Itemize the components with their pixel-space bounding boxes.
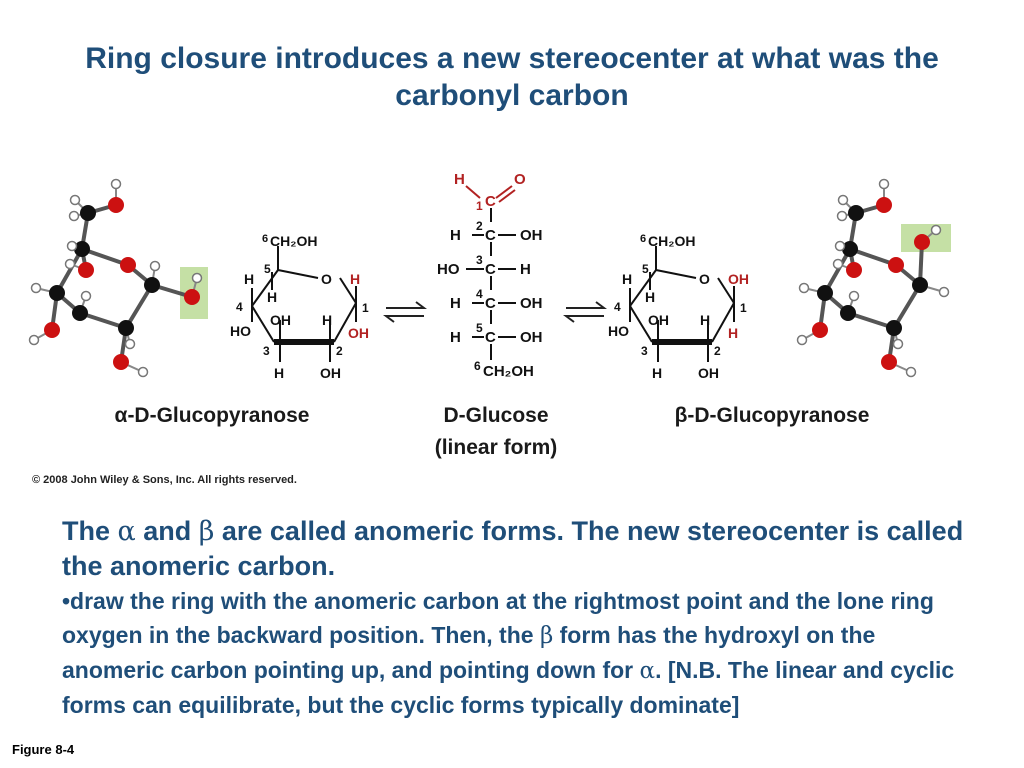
alpha-c2-h-label: H [322, 312, 332, 328]
beta-c3-bottom-h: H [652, 365, 662, 381]
lead-text-2: and [135, 516, 199, 546]
linear-c2-left: H [450, 227, 461, 244]
alpha-ring-oxygen: O [321, 271, 332, 287]
beta-haworth-structure: 6 CH₂OH 5 H O H 4 HO OH H 3 2 1 H OH OH … [608, 233, 869, 427]
linear-c2-carbon: C [485, 227, 496, 244]
alpha-c3-number: 3 [263, 344, 270, 358]
linear-structure-name: D-Glucose [443, 404, 548, 427]
alpha-c1-number: 1 [362, 301, 369, 315]
instruction-text-2: form has the hydroxyl on the anomeric ca… [62, 622, 876, 683]
glucose-figure: 6 CH₂OH 5 H O H 4 HO OH H 3 2 1 H OH H O… [28, 171, 951, 486]
linear-c6-ch2oh: CH₂OH [483, 363, 534, 380]
beta-structure-name: β-D-Glucopyranose [675, 404, 870, 427]
alpha-haworth-structure: 6 CH₂OH 5 H O H 4 HO OH H 3 2 1 H OH H O… [115, 233, 369, 427]
beta-c1-bottom-h: H [728, 325, 738, 341]
beta-c3-number: 3 [641, 344, 648, 358]
linear-c1-number: 1 [476, 199, 483, 213]
beta-c1-number: 1 [740, 301, 747, 315]
alpha-c5-number: 5 [264, 262, 271, 276]
beta-c2-h-label: H [700, 312, 710, 328]
linear-c5-carbon: C [485, 329, 496, 346]
beta-c4-number: 4 [614, 300, 621, 314]
linear-aldehyde-o: O [514, 171, 526, 188]
linear-c3-number: 3 [476, 253, 483, 267]
linear-c2-right: OH [520, 227, 543, 244]
beta-c5-number: 5 [642, 262, 649, 276]
slide-title: Ring closure introduces a new stereocent… [85, 42, 939, 112]
alpha-anomeric-oh: OH [348, 325, 369, 341]
linear-c5-left: H [450, 329, 461, 346]
alpha-c4-h-label: H [267, 289, 277, 305]
linear-c1-carbon: C [485, 193, 496, 210]
linear-c4-number: 4 [476, 287, 483, 301]
lead-text-1: The [62, 516, 118, 546]
instruction-beta-symbol: β [539, 623, 554, 649]
alpha-symbol: α [117, 516, 136, 547]
beta-c3-oh-label: OH [648, 312, 669, 328]
linear-c2-number: 2 [476, 219, 483, 233]
explanation-text: The α and β are called anomeric forms. T… [62, 514, 982, 722]
alpha-ball-stick-model [28, 178, 208, 378]
alpha-c4-number: 4 [236, 300, 243, 314]
beta-symbol: β [198, 516, 215, 547]
instruction-text-1: •draw the ring with the anomeric carbon … [62, 588, 934, 648]
lead-text-3: are called anomeric forms. The new stere… [62, 516, 964, 581]
linear-c3-left: HO [437, 261, 460, 278]
alpha-ch2oh-label: CH₂OH [270, 233, 317, 249]
alpha-c6-number: 6 [262, 233, 268, 245]
linear-c5-number: 5 [476, 321, 483, 335]
equilibrium-arrow-left [383, 301, 427, 323]
linear-c3-carbon: C [485, 261, 496, 278]
alpha-c1-top-h: H [350, 271, 360, 287]
beta-c5-h-label: H [622, 271, 632, 287]
linear-glucose-structure: H O C 1 2 H C OH 3 HO C H 4 H C OH 5 H C… [435, 171, 558, 459]
beta-c4-ho-label: HO [608, 323, 629, 339]
anomeric-forms-statement: The α and β are called anomeric forms. T… [62, 514, 982, 584]
linear-aldehyde-h: H [454, 171, 465, 188]
beta-anomeric-oh: OH [728, 271, 749, 287]
linear-structure-subname: (linear form) [435, 436, 558, 459]
linear-c5-right: OH [520, 329, 543, 346]
alpha-c2-bottom-oh: OH [320, 365, 341, 381]
instruction-text-3: . [N.B. The linear and cyclic forms can … [62, 657, 955, 718]
linear-c3-right: H [520, 261, 531, 278]
alpha-c4-ho-label: HO [230, 323, 251, 339]
beta-c2-number: 2 [714, 344, 721, 358]
equilibrium-arrow-right [563, 301, 607, 323]
beta-ch2oh-label: CH₂OH [648, 233, 695, 249]
alpha-c3-bottom-h: H [274, 365, 284, 381]
copyright-notice: © 2008 John Wiley & Sons, Inc. All right… [32, 474, 297, 486]
alpha-c2-number: 2 [336, 344, 343, 358]
figure-label: Figure 8-4 [12, 742, 75, 757]
beta-c6-number: 6 [640, 233, 646, 245]
alpha-structure-name: α-D-Glucopyranose [115, 404, 310, 427]
beta-ring-oxygen: O [699, 271, 710, 287]
instruction-alpha-symbol: α [639, 658, 656, 684]
beta-c2-bottom-oh: OH [698, 365, 719, 381]
alpha-c5-h-label: H [244, 271, 254, 287]
linear-c4-right: OH [520, 295, 543, 312]
linear-c4-left: H [450, 295, 461, 312]
beta-c4-h-label: H [645, 289, 655, 305]
linear-c4-carbon: C [485, 295, 496, 312]
drawing-instructions: •draw the ring with the anomeric carbon … [62, 584, 982, 722]
beta-ball-stick-model [796, 178, 951, 378]
linear-c6-number: 6 [474, 359, 481, 373]
alpha-c3-oh-label: OH [270, 312, 291, 328]
